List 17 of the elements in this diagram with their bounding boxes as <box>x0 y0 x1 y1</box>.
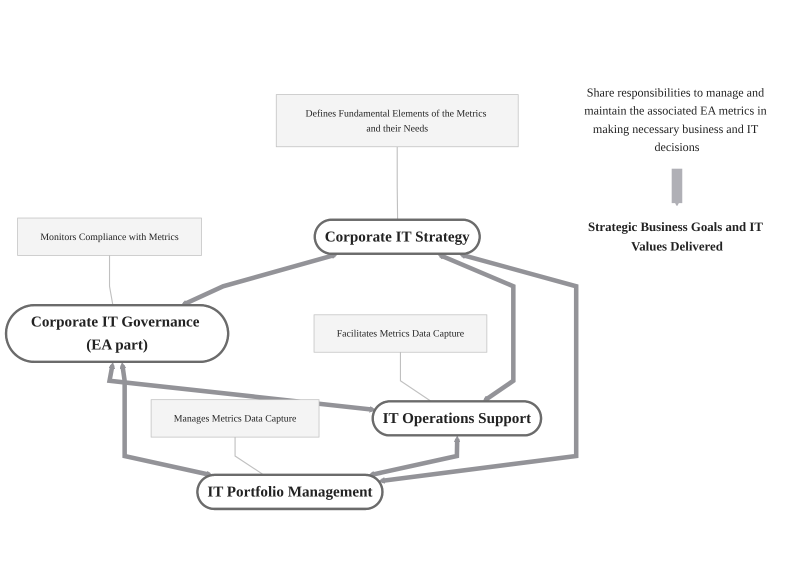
node-box: Monitors Compliance with Metrics <box>17 218 202 256</box>
connector <box>108 255 114 306</box>
arrow <box>120 362 213 478</box>
arrow <box>106 362 376 413</box>
connector <box>400 352 432 402</box>
arrow <box>437 253 516 402</box>
connector <box>396 146 398 220</box>
node-text: Strategic Business Goals and IT Values Delivered <box>588 220 763 254</box>
node-box: Defines Fundamental Elements of the Metrics and their Needs <box>276 94 519 148</box>
connector <box>234 437 265 476</box>
arrow <box>672 168 682 206</box>
arrow <box>180 252 338 306</box>
arrow <box>378 252 578 484</box>
node-box: Manages Metrics Data Capture <box>150 399 320 438</box>
node-box: Facilitates Metrics Data Capture <box>314 314 488 353</box>
node-text: Share responsibilities to manage and maintain the associated EA metrics in making necessary business and IT decisions <box>584 86 767 154</box>
arrow <box>368 436 460 478</box>
